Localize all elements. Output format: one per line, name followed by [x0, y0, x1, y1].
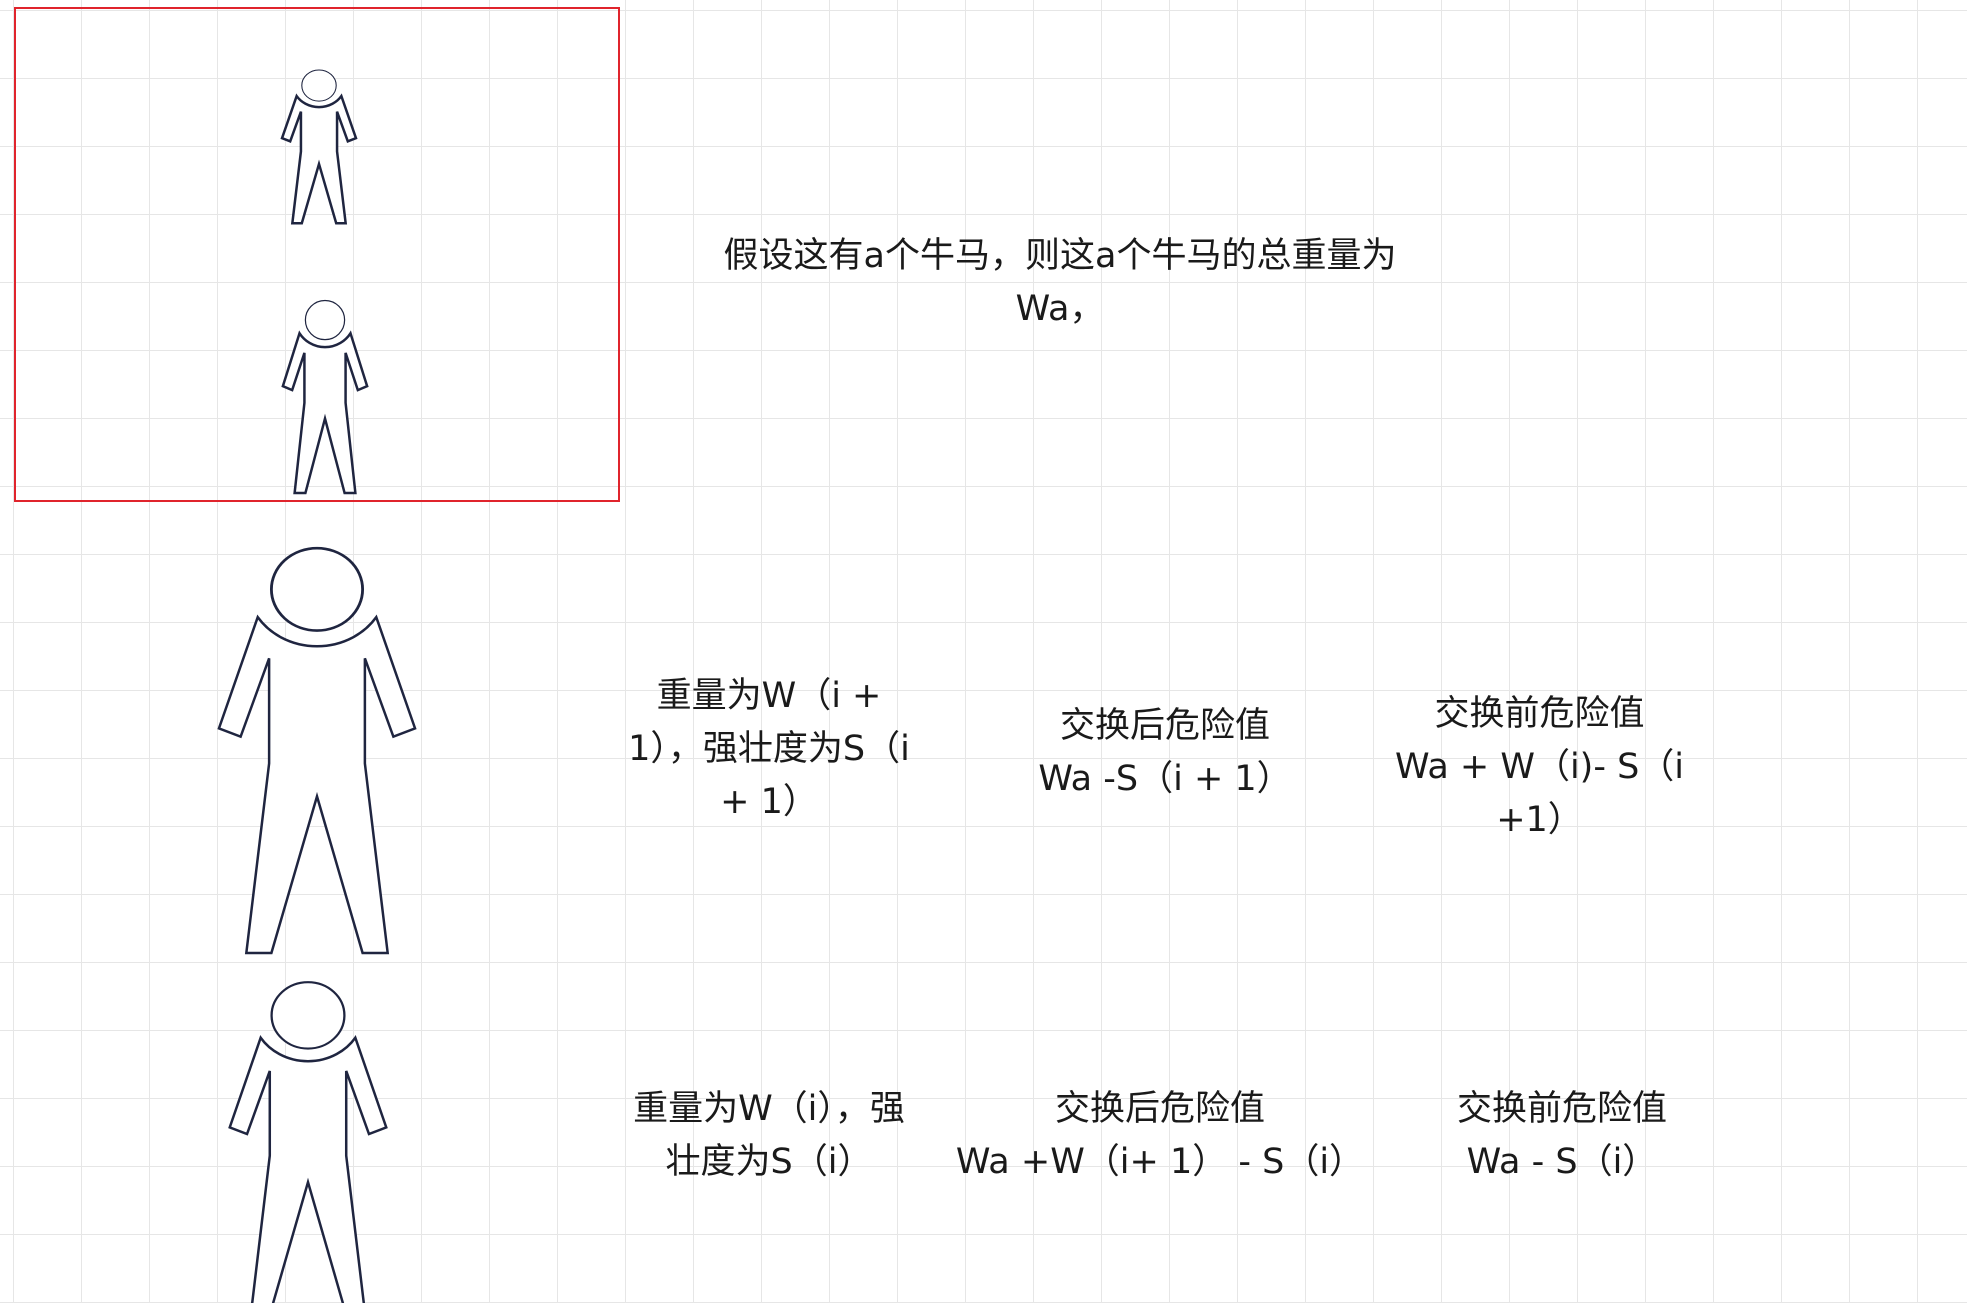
cow-i-plus-1-description: 重量为W（i + 1），强壮度为S（i + 1）	[628, 676, 910, 822]
cow-i-risk-before-swap: 交换前危险值 Wa - S（i）	[1456, 1089, 1667, 1182]
cow-i-plus-1-risk-after-swap: 交换后危险值 Wa -S（i + 1）	[1038, 706, 1292, 799]
person-icon	[228, 981, 388, 1303]
cow-i-plus-1-risk-before-swap: 交换前危险值 Wa + W（i)- S（i +1）	[1394, 694, 1685, 840]
a-cows-group-frame	[14, 7, 620, 502]
person-icon	[217, 546, 417, 955]
cow-i-risk-after-swap: 交换后危险值 Wa +W（i+ 1） - S（i）	[955, 1089, 1365, 1182]
assumption-text: 假设这有a个牛马，则这a个牛马的总重量为 Wa，	[723, 236, 1397, 329]
person-icon	[282, 299, 368, 494]
person-icon	[281, 69, 357, 224]
cow-i-description: 重量为W（i），强 壮度为S（i）	[633, 1089, 905, 1182]
